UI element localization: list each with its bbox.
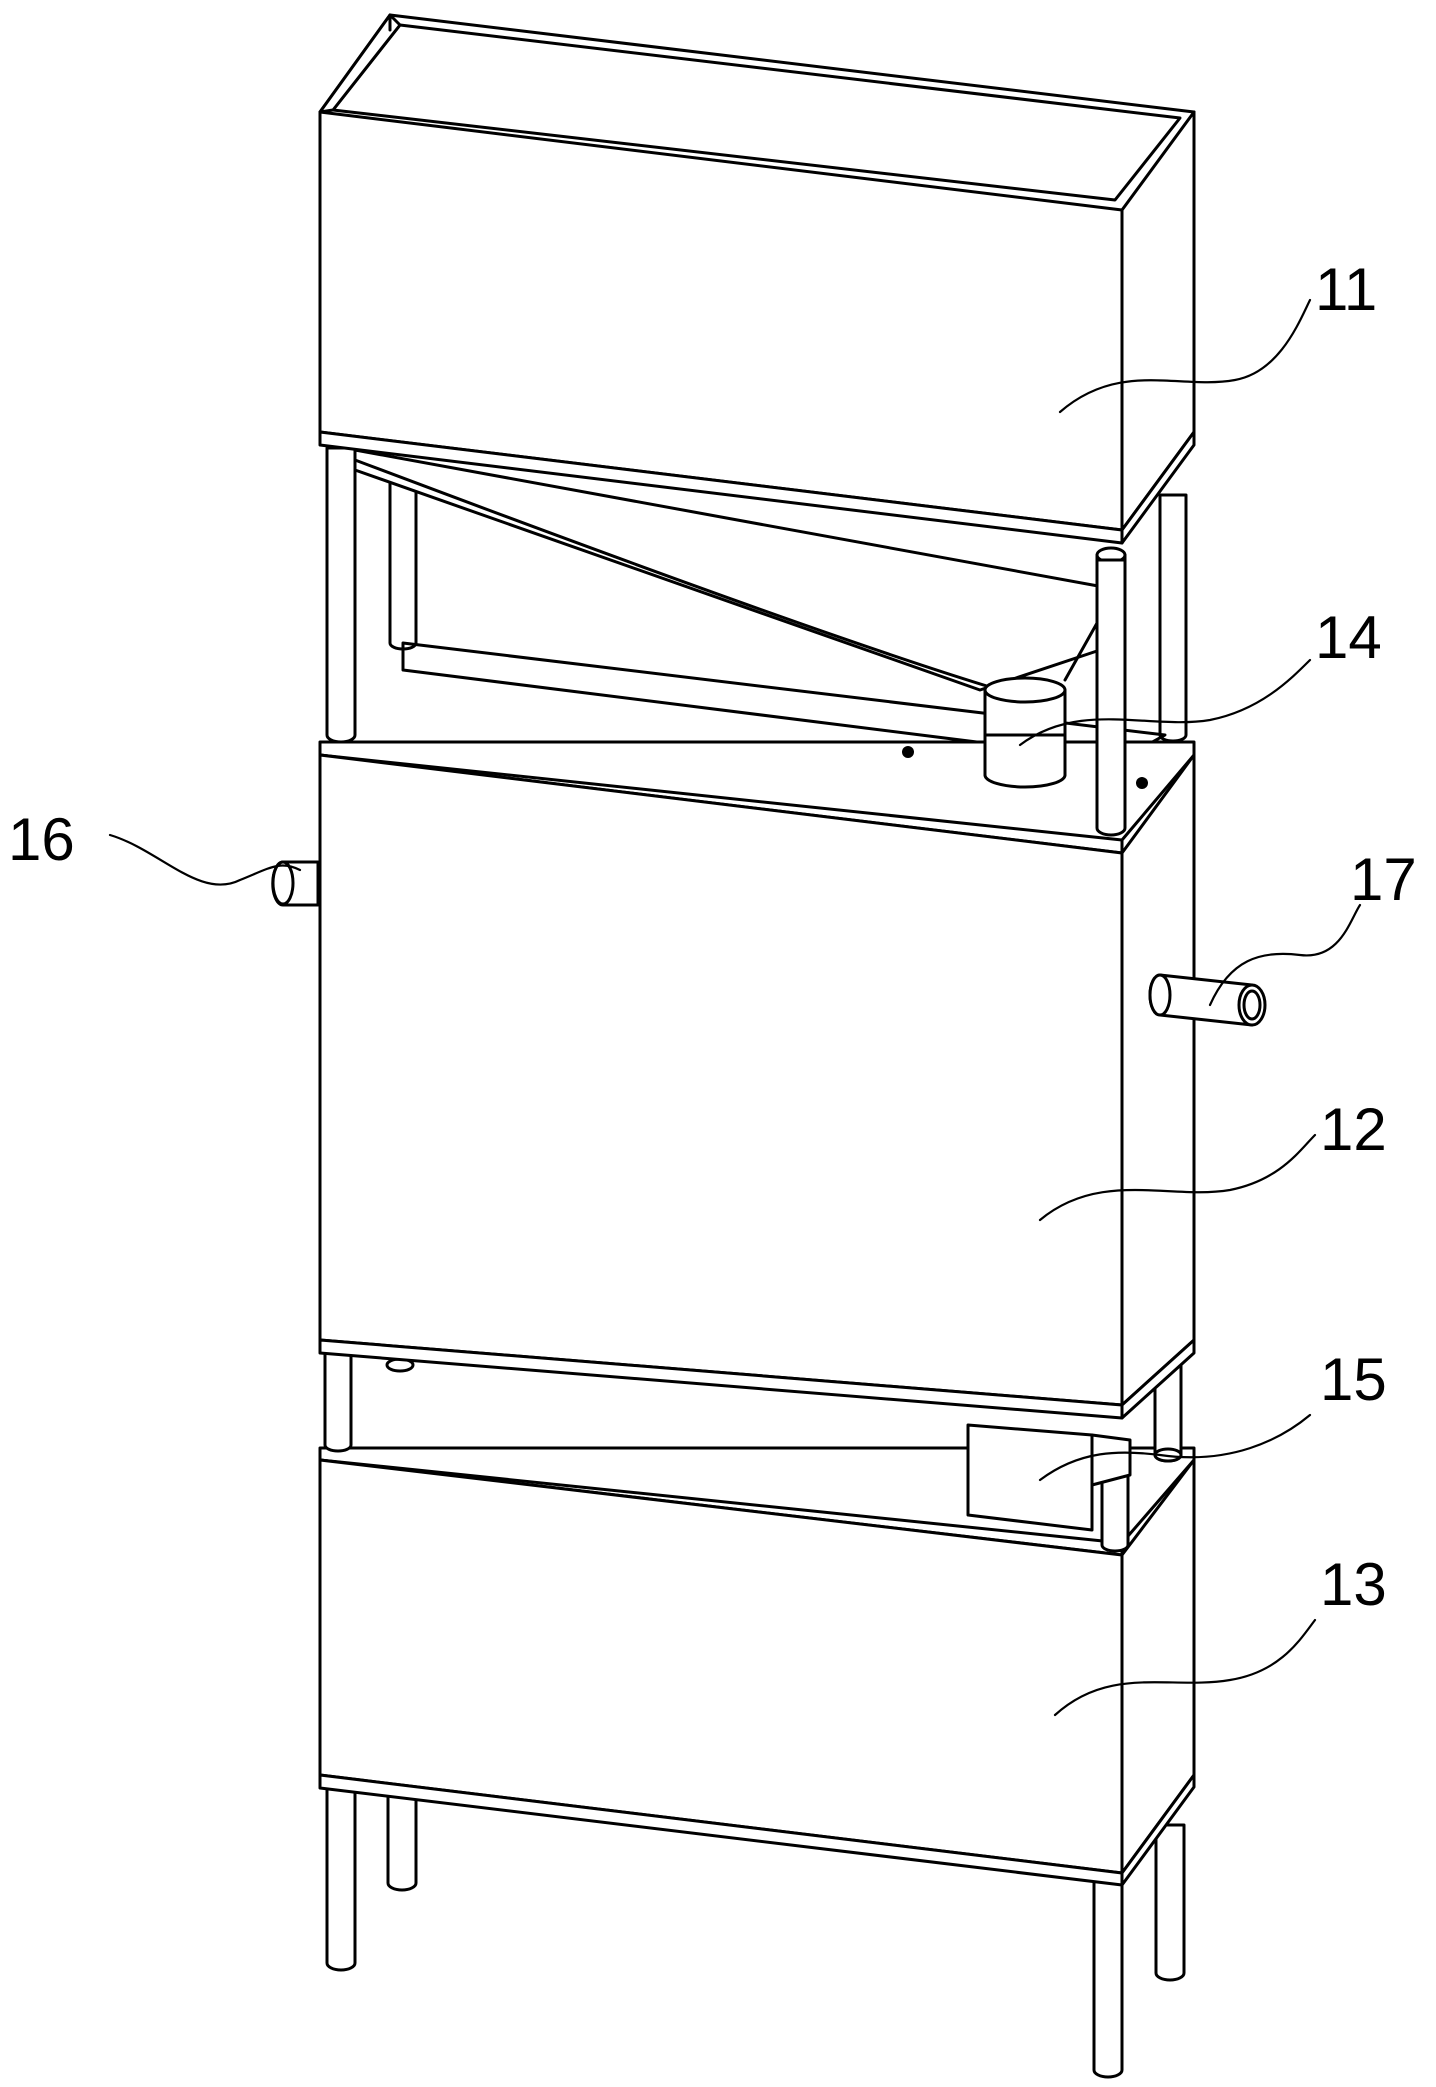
label-13: 13 <box>1320 1551 1387 1618</box>
leader-13 <box>1053 1618 1317 1717</box>
reference-labels: 11 14 16 17 12 15 13 <box>8 256 1417 1618</box>
leader-lines <box>108 298 1362 1717</box>
leader-16 <box>108 833 302 886</box>
upper-box-11 <box>318 13 1196 837</box>
middle-box-12 <box>318 558 1196 1420</box>
label-16: 16 <box>8 806 75 873</box>
inlet-pipe-16 <box>271 860 320 907</box>
valve-box-15 <box>966 1423 1132 1532</box>
outlet-pipe-17 <box>1148 973 1267 1027</box>
label-12: 12 <box>1320 1096 1387 1163</box>
leader-17 <box>1208 903 1362 1007</box>
leader-12 <box>1038 1133 1317 1222</box>
support-legs <box>325 1776 1186 2079</box>
leader-14 <box>1018 658 1312 747</box>
label-17: 17 <box>1350 846 1417 913</box>
leader-15 <box>1038 1413 1312 1482</box>
middle-posts <box>323 1338 1183 1553</box>
label-14: 14 <box>1315 604 1382 671</box>
label-11: 11 <box>1315 256 1377 323</box>
leader-11 <box>1058 298 1312 414</box>
label-15: 15 <box>1320 1346 1387 1413</box>
